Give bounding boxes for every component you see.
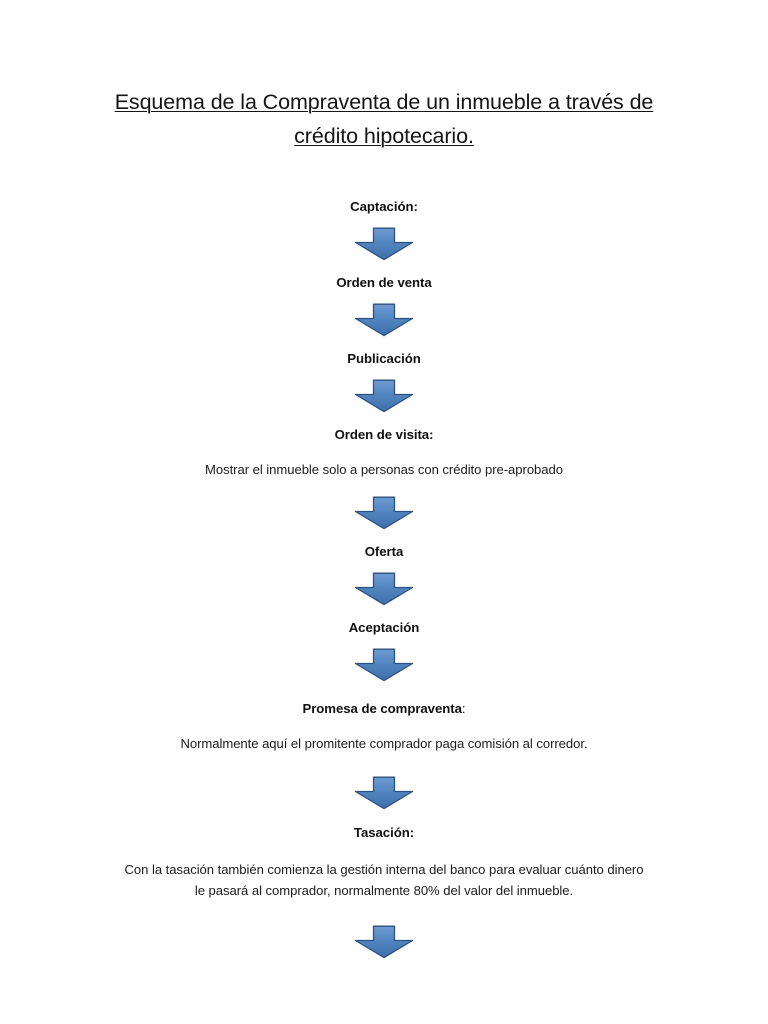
flow-step-captacion: Captación:: [350, 199, 418, 214]
flow-step-aceptacion: Aceptación: [348, 620, 420, 635]
arrow-down-icon-5: [54, 572, 714, 606]
flow-step-promesa-colon: :: [461, 701, 466, 716]
flow-step-oferta: Oferta: [364, 544, 404, 559]
flow-note-tasacion-line-1: Con la tasación también comienza la gest…: [124, 862, 644, 877]
flow-step-publicacion: Publicación: [347, 351, 421, 366]
page-title-line-1: Esquema de la Compraventa de un inmueble…: [114, 90, 654, 114]
flow-step-promesa-text: Promesa de compraventa: [302, 701, 462, 716]
flow-step-orden-de-venta: Orden de venta: [336, 275, 432, 290]
arrow-down-icon-1: [54, 227, 714, 261]
arrow-down-icon-3: [54, 379, 714, 413]
arrow-down-icon-2: [54, 303, 714, 337]
page-title-line-2: crédito hipotecario.: [294, 124, 474, 148]
flow-step-orden-de-visita: Orden de visita:: [334, 427, 434, 442]
flow-note-tasacion-line-2: le pasará al comprador, normalmente 80% …: [194, 883, 574, 898]
page-title: Esquema de la Compraventa de un inmueble…: [96, 86, 672, 153]
arrow-down-icon-4: [54, 496, 714, 530]
flow-step-tasacion: Tasación:: [353, 825, 415, 840]
arrow-down-icon-7: [54, 776, 714, 810]
flowchart: Captación: Orden de venta: [54, 198, 714, 959]
arrow-down-icon-6: [54, 648, 714, 682]
flow-note-orden-de-visita: Mostrar el inmueble solo a personas con …: [204, 462, 563, 477]
arrow-down-icon-8: [54, 925, 714, 959]
flow-step-promesa: Promesa de compraventa:: [54, 700, 714, 717]
flow-note-promesa: Normalmente aquí el promitente comprador…: [180, 736, 588, 751]
